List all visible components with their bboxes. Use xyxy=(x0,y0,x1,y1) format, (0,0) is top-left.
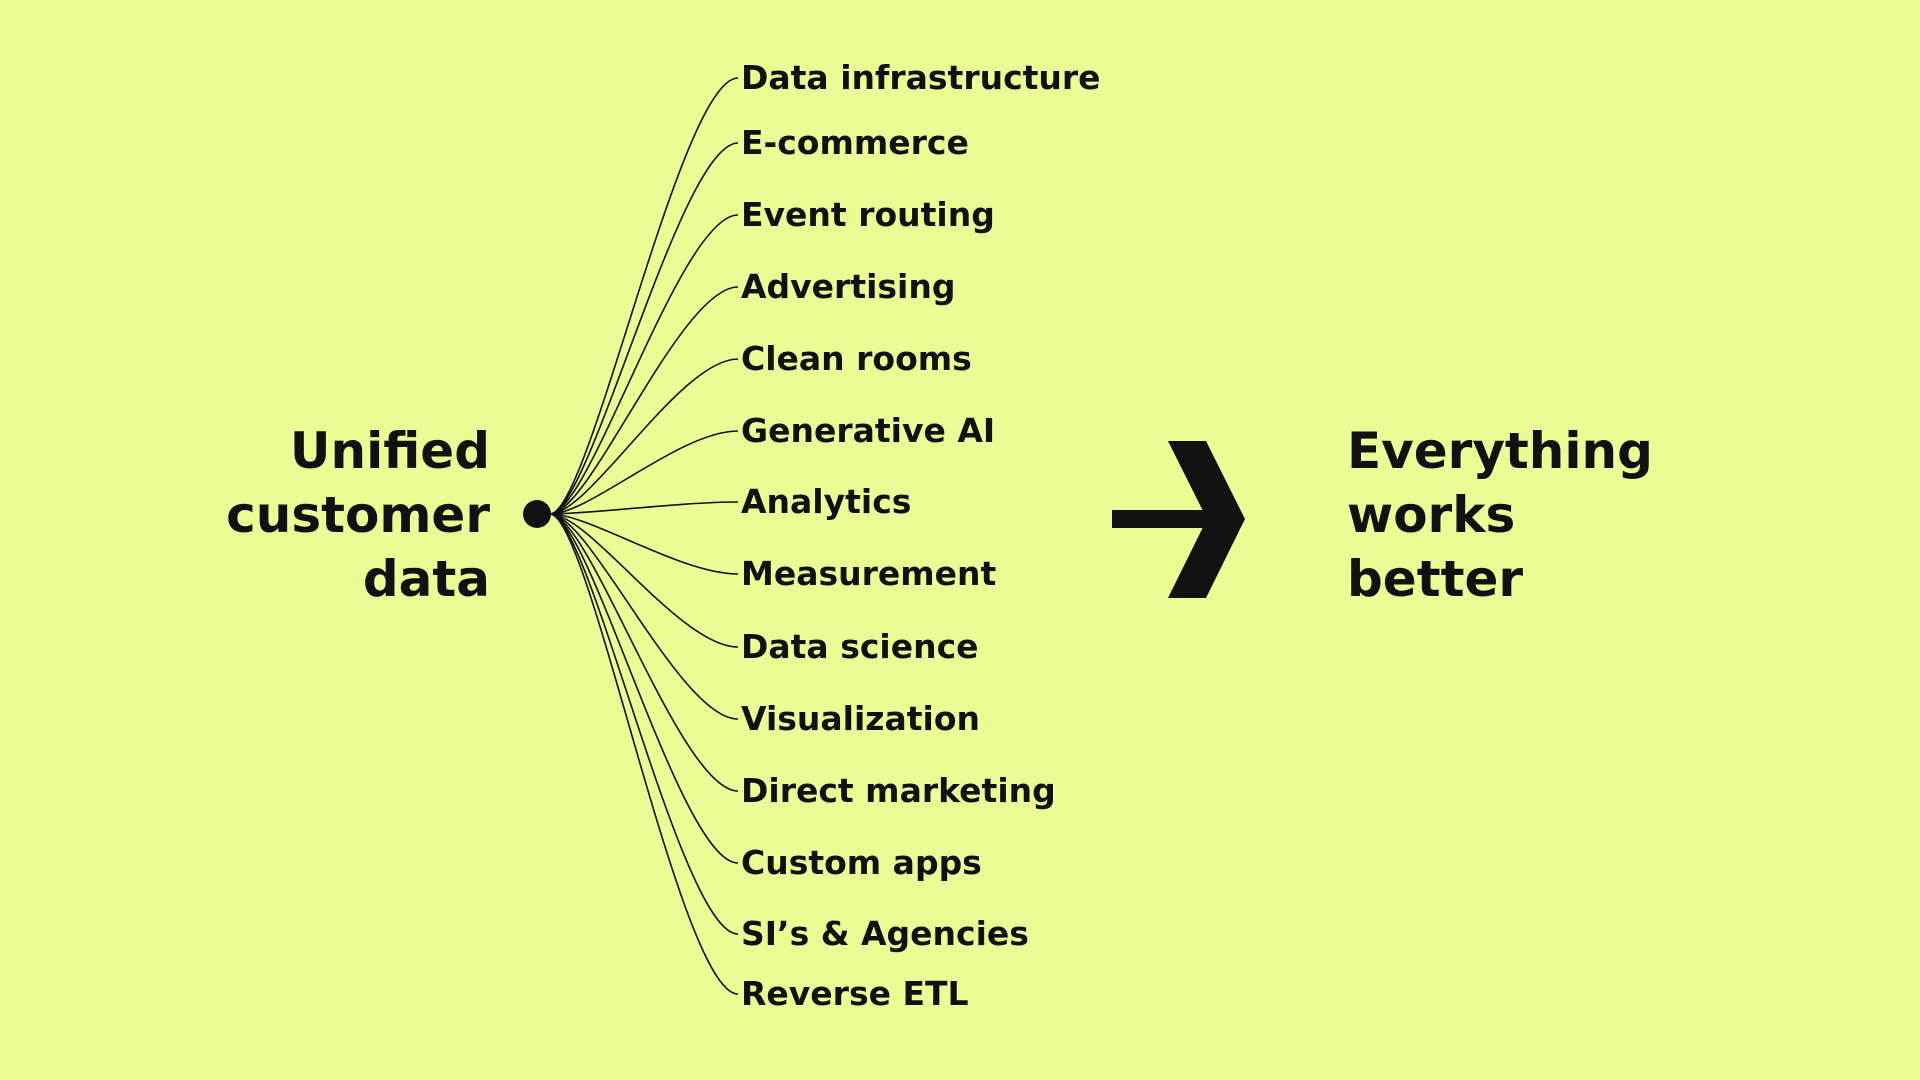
branch-label: Data science xyxy=(741,627,979,666)
outcome-title: Everything works better xyxy=(1347,419,1653,611)
source-title-line: data xyxy=(362,550,490,608)
branch-label: Visualization xyxy=(741,699,981,738)
branch-connector xyxy=(549,513,739,864)
branch-connector xyxy=(549,214,739,515)
source-title: Unified customer data xyxy=(226,419,490,611)
branch-label: E-commerce xyxy=(741,123,969,162)
branch-connector xyxy=(549,513,739,935)
branch-label: Advertising xyxy=(741,267,956,306)
branch-connector xyxy=(549,501,739,515)
branch-connector xyxy=(549,77,739,515)
branch-connector xyxy=(549,286,739,515)
branch-label: Analytics xyxy=(741,482,912,521)
branch-connectors xyxy=(549,77,739,995)
branch-connector xyxy=(549,513,739,995)
branch-label: Generative AI xyxy=(741,411,996,450)
branch-label: Clean rooms xyxy=(741,339,972,378)
branch-connector xyxy=(549,513,739,648)
branch-connector xyxy=(549,513,739,575)
outcome-title-line: works xyxy=(1347,486,1516,544)
branch-label: Measurement xyxy=(741,554,997,593)
branch-connector xyxy=(549,513,739,792)
branch-label: SI’s & Agencies xyxy=(741,914,1029,953)
branch-label: Event routing xyxy=(741,195,995,234)
arrow-right-icon xyxy=(1112,441,1245,598)
branch-label: Reverse ETL xyxy=(741,974,969,1013)
branch-connector xyxy=(549,430,739,515)
branch-connector xyxy=(549,513,739,720)
source-node-dot xyxy=(523,500,551,528)
branch-label: Direct marketing xyxy=(741,771,1056,810)
source-title-line: Unified xyxy=(289,422,490,480)
source-title-line: customer xyxy=(226,486,490,544)
branch-label: Custom apps xyxy=(741,843,982,882)
branch-connector xyxy=(549,358,739,515)
branch-label: Data infrastructure xyxy=(741,58,1101,97)
outcome-title-line: Everything xyxy=(1347,422,1653,480)
outcome-title-line: better xyxy=(1347,550,1524,608)
branch-connector xyxy=(549,142,739,515)
